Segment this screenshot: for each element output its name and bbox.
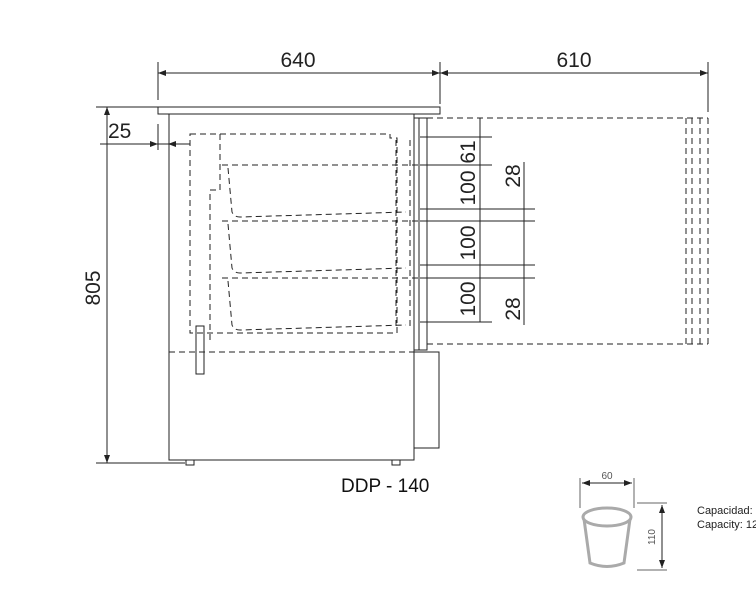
top-offset-label: 25 <box>108 120 131 143</box>
model-name: DDP - 140 <box>341 476 430 497</box>
cup-illustration: 60 110 <box>579 471 667 571</box>
pan-depth-3-label: 100 <box>457 281 480 316</box>
spacing-2-label: 28 <box>502 297 525 320</box>
cabinet <box>157 106 441 466</box>
pan-depth-2-label: 100 <box>457 225 480 260</box>
spacing-1-label: 28 <box>502 164 525 187</box>
capacity-en: Capacity: 12 <box>697 519 756 531</box>
pan-depth-1-label: 100 <box>457 170 480 205</box>
capacity-es: Capacidad: <box>697 505 753 517</box>
drawer-extended <box>427 117 709 345</box>
cup-width-label: 60 <box>601 471 613 482</box>
gap-top-label: 61 <box>457 140 480 163</box>
height-dimension: 805 25 <box>82 106 190 464</box>
width-dimension: 640 610 <box>157 49 709 112</box>
pan-dimensions: 61 100 100 100 28 28 <box>420 118 535 325</box>
height-label: 805 <box>82 270 105 305</box>
cup-height-label: 110 <box>647 529 658 545</box>
width-label: 640 <box>280 49 315 72</box>
drawer-extension-label: 610 <box>556 49 591 72</box>
gastronorm-pans <box>222 140 420 331</box>
